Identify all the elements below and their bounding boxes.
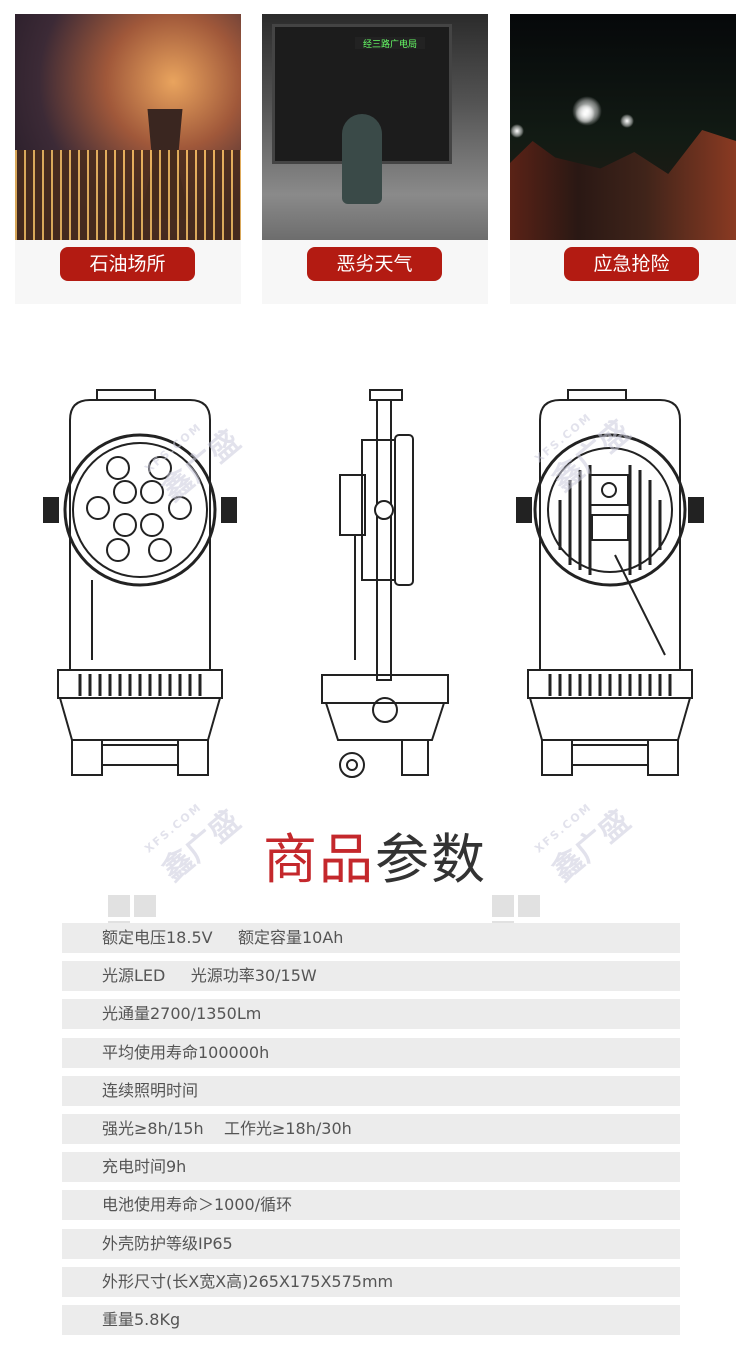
scene-label-oil[interactable]: 石油场所 xyxy=(60,247,195,281)
spec-row: 电池使用寿命＞1000/循环 xyxy=(62,1190,680,1221)
scene-card-oil: 石油场所 xyxy=(15,14,241,304)
scene-card-emergency: 应急抢险 xyxy=(510,14,736,304)
rear-view-drawing xyxy=(516,389,704,776)
front-view-drawing xyxy=(43,389,237,776)
section-title: 商品参数 xyxy=(0,815,750,894)
title-dark: 参数 xyxy=(375,828,487,891)
spec-row: 连续照明时间 xyxy=(62,1075,680,1106)
scene-label-weather[interactable]: 恶劣天气 xyxy=(307,247,442,281)
spec-row: 平均使用寿命100000h xyxy=(62,1037,680,1068)
oil-refinery-photo xyxy=(15,14,241,240)
spec-row: 强光≥8h/15h 工作光≥18h/30h xyxy=(62,1114,680,1144)
spec-row: 光通量2700/1350Lm xyxy=(62,999,680,1030)
spec-row: 外形尺寸(长X宽X高)265X175X575mm xyxy=(62,1266,680,1297)
spec-row: 额定电压18.5V 额定容量10Ah xyxy=(62,923,680,953)
spec-row: 外壳防护等级IP65 xyxy=(62,1228,680,1259)
product-drawings xyxy=(43,389,704,778)
title-red: 商品 xyxy=(263,828,375,891)
side-view-drawing xyxy=(321,389,449,778)
scene-label-emergency[interactable]: 应急抢险 xyxy=(564,247,699,281)
spec-row: 重量5.8Kg xyxy=(62,1305,680,1335)
bus-sign: 经三路广电局 xyxy=(355,37,425,50)
spec-row: 充电时间9h xyxy=(62,1152,680,1183)
rainy-street-photo: 经三路广电局 xyxy=(262,14,488,240)
spec-row: 光源LED 光源功率30/15W xyxy=(62,961,680,992)
scene-card-weather: 经三路广电局 恶劣天气 xyxy=(262,14,488,304)
emergency-rescue-photo xyxy=(510,14,736,240)
